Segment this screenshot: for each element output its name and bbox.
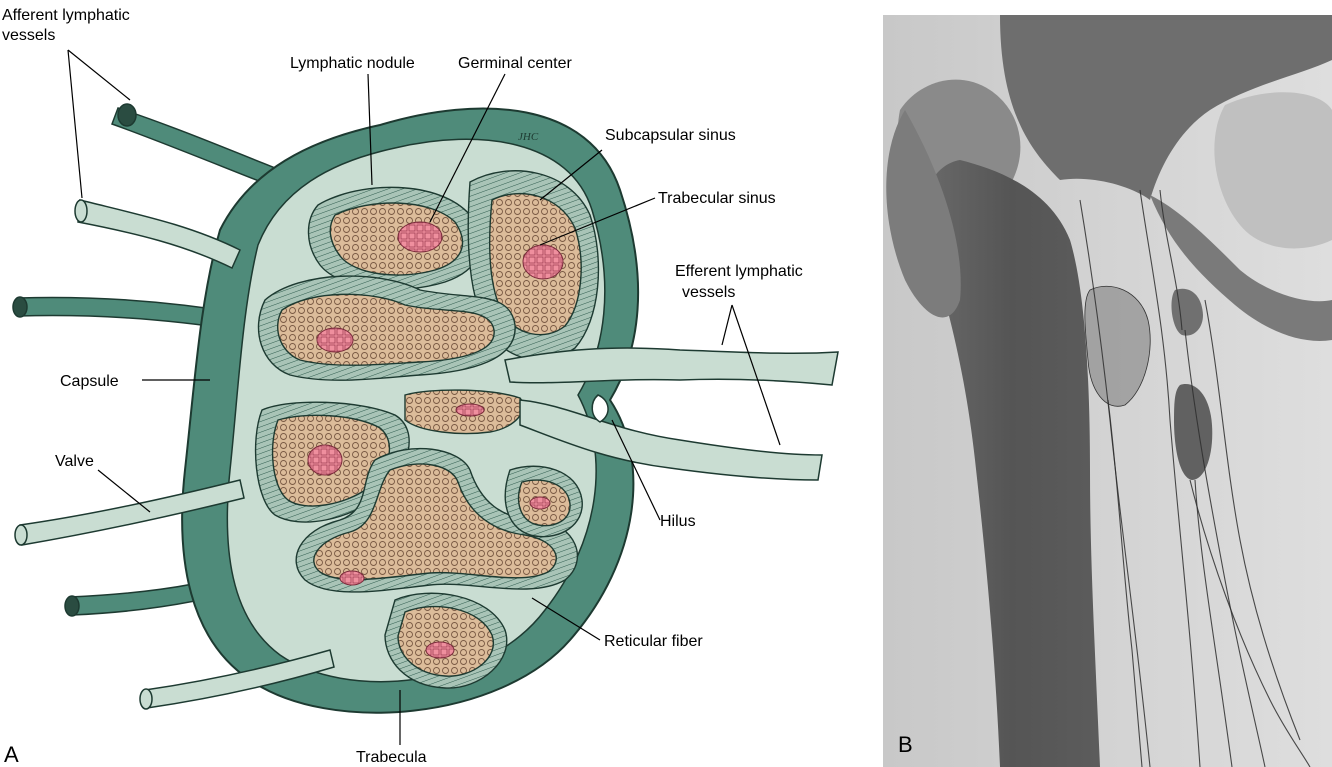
label-lymphatic-nodule: Lymphatic nodule [290, 55, 415, 72]
label-hilus: Hilus [660, 513, 696, 530]
efferent-vessel [505, 348, 838, 385]
leader-line [98, 470, 150, 512]
vessel-opening [13, 297, 27, 317]
vessel-opening [118, 104, 136, 126]
label-germinal-center: Germinal center [458, 55, 572, 72]
lymphatic-nodule [330, 203, 462, 275]
leader-line [68, 50, 130, 100]
germinal-center [426, 642, 454, 658]
germinal-center [308, 445, 342, 475]
artist-mark: JHC [518, 131, 539, 143]
germinal-center [523, 245, 563, 279]
label-subcapsular-sinus: Subcapsular sinus [605, 127, 736, 144]
germinal-center [456, 404, 484, 416]
germinal-center [398, 222, 442, 252]
vessel-opening [15, 525, 27, 545]
label-efferent-lymphatic-vessels-line2: vessels [682, 284, 735, 301]
afferent-vessel [78, 200, 240, 268]
leader-line [68, 50, 82, 198]
germinal-center [530, 497, 550, 509]
label-trabecula: Trabecula [356, 749, 427, 766]
vessel-opening [140, 689, 152, 709]
label-afferent-lymphatic-vessels-line2: vessels [2, 27, 55, 44]
panel-a-lymph-node-diagram: JHC Afferent lymphatic vessels Lymphatic… [2, 7, 838, 767]
germinal-center [317, 328, 353, 352]
label-valve: Valve [55, 453, 94, 470]
vessel-opening [65, 596, 79, 616]
label-trabecular-sinus: Trabecular sinus [658, 190, 776, 207]
label-afferent-lymphatic-vessels: Afferent lymphatic [2, 7, 130, 24]
panel-b-xray: B [883, 15, 1332, 767]
panel-letter-a: A [4, 742, 19, 767]
label-efferent-lymphatic-vessels: Efferent lymphatic [675, 263, 803, 280]
label-capsule: Capsule [60, 373, 119, 390]
label-reticular-fiber: Reticular fiber [604, 633, 703, 650]
panel-letter-b: B [898, 732, 913, 757]
leader-line [722, 305, 732, 345]
vessel-opening [75, 200, 87, 222]
germinal-center [340, 571, 364, 585]
